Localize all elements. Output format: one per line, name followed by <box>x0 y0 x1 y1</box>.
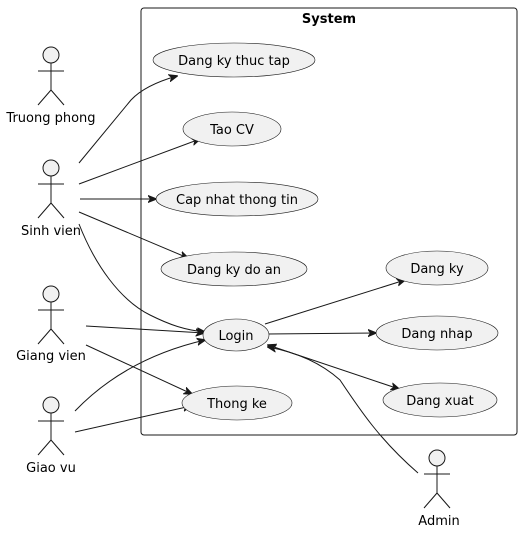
use-case-tao-cv[interactable]: Tao CV <box>182 111 282 147</box>
stick-figure-icon <box>37 159 65 219</box>
stick-figure-icon <box>37 396 65 456</box>
use-case-dang-ky-do-an[interactable]: Dang ky do an <box>160 251 308 287</box>
use-case-login[interactable]: Login <box>202 318 270 352</box>
edge-sinhvien-dangkydoan <box>78 211 188 258</box>
use-case-label: Dang ky do an <box>187 263 281 278</box>
stick-figure-icon <box>37 46 65 106</box>
edge-giangvien-thongke <box>85 344 192 394</box>
actor-label: Sinh vien <box>21 224 81 239</box>
stick-figure-icon <box>423 449 451 509</box>
use-case-label: Dang xuat <box>406 394 474 409</box>
use-case-dang-nhap[interactable]: Dang nhap <box>375 315 499 351</box>
use-case-label: Dang nhap <box>401 327 472 342</box>
edge-giaovu-login <box>74 340 205 412</box>
actor-sinh-vien[interactable]: Sinh vien <box>21 159 81 239</box>
use-case-dang-xuat[interactable]: Dang xuat <box>382 382 498 418</box>
use-case-label: Cap nhat thong tin <box>176 193 298 208</box>
edge-admin-login <box>268 347 419 474</box>
use-case-label: Dang ky <box>410 262 464 277</box>
actor-label: Giang vien <box>16 349 86 364</box>
actor-giang-vien[interactable]: Giang vien <box>16 285 86 364</box>
use-case-label: Login <box>218 329 253 344</box>
use-case-dang-ky-thuc-tap[interactable]: Dang ky thuc tap <box>152 42 316 78</box>
use-case-label: Thong ke <box>206 397 267 412</box>
use-case-dang-ky[interactable]: Dang ky <box>385 250 489 286</box>
use-case-thong-ke[interactable]: Thong ke <box>181 385 293 421</box>
use-case-cap-nhat-thong-tin[interactable]: Cap nhat thong tin <box>155 181 319 217</box>
associations <box>74 76 419 474</box>
actor-label: Admin <box>418 514 459 529</box>
actor-truong-phong[interactable]: Truong phong <box>5 46 96 126</box>
actor-admin[interactable]: Admin <box>418 449 460 529</box>
system-boundary <box>140 7 518 436</box>
stick-figure-icon <box>37 285 65 345</box>
edge-sinhvien-login <box>78 223 205 332</box>
system-title: System <box>302 12 356 27</box>
edge-sinhvien-dangkythuctap <box>78 76 177 164</box>
edge-login-dangky <box>264 280 405 325</box>
edge-giaovu-thongke <box>74 406 191 433</box>
actor-label: Truong phong <box>5 111 95 126</box>
edge-login-dangnhap <box>266 333 376 334</box>
use-case-label: Tao CV <box>209 123 254 138</box>
actor-giao-vu[interactable]: Giao vu <box>26 396 76 476</box>
edge-giangvien-login <box>85 325 204 333</box>
edge-sinhvien-taocv <box>78 139 200 185</box>
actor-label: Giao vu <box>26 461 76 476</box>
use-case-label: Dang ky thuc tap <box>178 54 290 69</box>
